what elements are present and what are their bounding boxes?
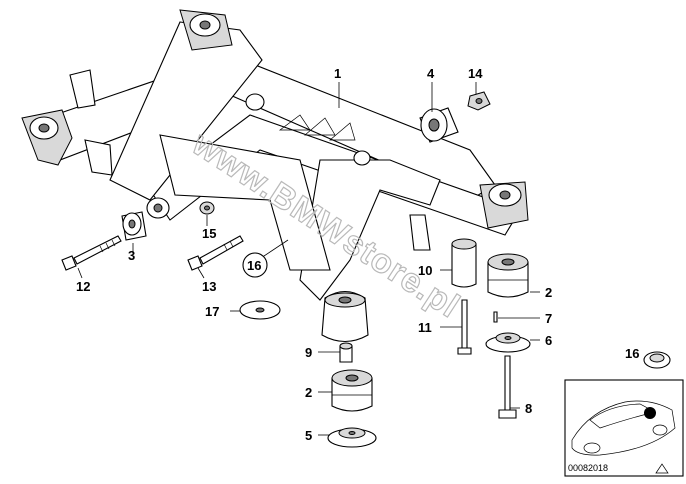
part-2-bushing-lower xyxy=(331,369,373,412)
part-12-bolt xyxy=(61,235,122,271)
callout-3: 3 xyxy=(128,248,135,263)
callouts: 1 2 2 3 4 5 6 7 8 9 10 11 12 13 14 15 16… xyxy=(76,66,639,443)
part-7-screw xyxy=(493,311,498,323)
location-marker xyxy=(644,407,656,419)
part-4-bushing xyxy=(419,107,459,143)
part-3-bushing xyxy=(121,211,147,241)
part-17-washer xyxy=(239,300,281,320)
car-location-inset: 00082018 xyxy=(564,379,684,477)
part-15-nut xyxy=(199,201,215,215)
callout-16-inset: 16 xyxy=(625,346,639,361)
part-14-nut xyxy=(467,91,491,111)
callout-17: 17 xyxy=(205,304,219,319)
callout-11: 11 xyxy=(418,320,432,335)
part-10-sleeve xyxy=(451,238,477,288)
part-5-plate xyxy=(327,427,377,448)
callout-12: 12 xyxy=(76,279,90,294)
part-8-bolt xyxy=(498,355,517,419)
callout-1: 1 xyxy=(334,66,341,81)
part-6-plate xyxy=(485,332,531,353)
callout-16-circle xyxy=(242,252,268,278)
callout-13: 13 xyxy=(202,279,216,294)
callout-10: 10 xyxy=(418,263,432,278)
part-11-bolt xyxy=(457,299,472,355)
callout-4: 4 xyxy=(427,66,435,81)
callout-2-lower: 2 xyxy=(305,385,312,400)
triangle-icon xyxy=(655,463,669,474)
diagram-number: 00082018 xyxy=(568,463,608,473)
callout-15: 15 xyxy=(202,226,216,241)
callout-14: 14 xyxy=(468,66,483,81)
part-16-grommet xyxy=(643,351,671,369)
callout-2-upper: 2 xyxy=(545,285,552,300)
inset-frame xyxy=(564,379,684,477)
callout-6: 6 xyxy=(545,333,552,348)
callout-16: 16 xyxy=(247,258,261,273)
callout-9: 9 xyxy=(305,345,312,360)
rear-axle-carrier xyxy=(21,9,529,343)
callout-8: 8 xyxy=(525,401,532,416)
part-13-bolt xyxy=(187,235,244,271)
part-9-spacer xyxy=(339,342,353,363)
callout-5: 5 xyxy=(305,428,312,443)
callout-7: 7 xyxy=(545,311,552,326)
part-2-bushing-upper xyxy=(487,253,529,298)
